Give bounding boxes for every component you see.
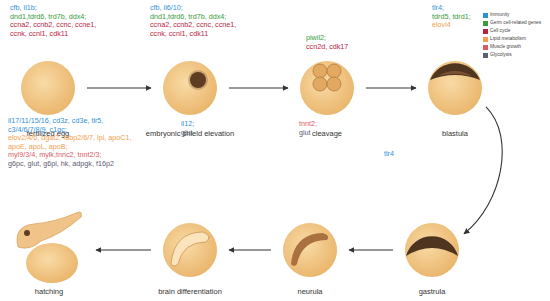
- gene-list: tlr4: [384, 150, 424, 159]
- stage-arrow: [229, 87, 288, 88]
- legend-swatch: [483, 45, 488, 50]
- stage-node: hatching: [14, 214, 84, 284]
- gene-list: dnd1,tdrd6, trd7b, ddx4;: [150, 13, 250, 22]
- gene-list: ccna2, ccnb2, ccnc, ccne1, ccnk, ccnl1, …: [150, 21, 250, 38]
- shield-halo: [188, 70, 208, 90]
- stage-node: gastrula: [405, 223, 459, 277]
- larva-eye: [24, 230, 30, 236]
- legend-row: Muscle growth: [483, 44, 521, 50]
- stage-node: fertilized egg: [21, 61, 75, 115]
- brain-embryo: [171, 232, 209, 266]
- legend-swatch: [483, 29, 488, 34]
- gene-list: ccn2d, cdk17: [306, 43, 386, 52]
- stage-label: brain differentiation: [158, 287, 222, 296]
- larva-body: [17, 212, 81, 248]
- cell: [313, 77, 327, 91]
- legend-swatch: [483, 53, 488, 58]
- blastula-circle: [428, 61, 482, 115]
- brain-circle: [163, 223, 217, 277]
- legend-row: Cell cycle: [483, 28, 511, 34]
- stage-arrow: [229, 249, 271, 250]
- embryonic-shield: [190, 72, 206, 88]
- cell: [327, 64, 341, 78]
- neurula-embryo: [291, 233, 328, 266]
- stage-node: blastula: [428, 61, 482, 115]
- gene-list: tlr4;: [432, 4, 480, 13]
- legend-row: Lipid metabolism: [483, 36, 526, 42]
- legend-text: Immunity: [490, 12, 509, 18]
- stage-node: cleavage: [300, 61, 354, 115]
- stage-label: cleavage: [312, 129, 342, 138]
- stage-node: brain differentiation: [163, 223, 217, 277]
- stage-node: neurula: [283, 223, 337, 277]
- gene-list: il12;: [181, 120, 241, 129]
- stage-label: blastula: [442, 129, 468, 138]
- cell: [313, 64, 327, 78]
- legend-text: Glycolysis: [490, 52, 512, 58]
- gene-list: piwil2;: [306, 34, 386, 43]
- gene-list: dnd1,tdrd6, trd7b, ddx4;: [10, 13, 110, 22]
- gene-list: g6pc, glut, g6pi, hk, adpgk, f16p2: [8, 160, 132, 169]
- legend-text: Cell cycle: [490, 28, 511, 34]
- gene-list: glut: [181, 129, 241, 138]
- gene-list: myl9/3/4, mylk,tnnc2, tnnt2/3;: [8, 151, 132, 160]
- stage-arrow: [96, 249, 151, 250]
- legend-swatch: [483, 13, 488, 18]
- legend-text: Germ cell-related genes: [490, 20, 541, 26]
- stage-arrow: [349, 249, 393, 250]
- shield-circle: [163, 61, 217, 115]
- gene-list: ccna2, ccnb2, ccnc, ccne1, ccnk, ccnl1, …: [10, 21, 110, 38]
- cleavage-circle: [300, 61, 354, 115]
- stage-arrow: [366, 87, 416, 88]
- legend-row: Immunity: [483, 12, 509, 18]
- legend-row: Germ cell-related genes: [483, 20, 541, 26]
- gene-list: cfb, il6/10;: [150, 4, 250, 13]
- legend-swatch: [483, 37, 488, 42]
- gastrula-cap: [406, 236, 458, 256]
- gene-list: cfb, il1b;: [10, 4, 110, 13]
- stage-label: gastrula: [419, 287, 446, 296]
- legend-swatch: [483, 21, 488, 26]
- egg-circle: [21, 61, 75, 115]
- stage-arrow: [464, 107, 502, 234]
- stage-label: hatching: [35, 287, 63, 296]
- gene-list: glut: [299, 129, 359, 138]
- gastrula-circle: [405, 223, 459, 277]
- gene-list: tnnt2;: [299, 120, 359, 129]
- gene-list: il17/11/15/16, cd3z, cd3e, tlr5, c3/4/6/…: [8, 117, 132, 134]
- gene-list: elov2/4/6, dgat2, fabp2/6/7, lpl, apoC1,…: [8, 134, 132, 151]
- legend-text: Lipid metabolism: [490, 36, 526, 42]
- blastoderm-cap: [430, 63, 480, 80]
- gene-list: tdrd5, tdrd1;: [432, 13, 480, 22]
- stage-node: embryonic shield elevation: [163, 61, 217, 115]
- cell: [327, 77, 341, 91]
- stage-arrow: [87, 87, 151, 88]
- legend-row: Glycolysis: [483, 52, 512, 58]
- gene-list: elovl4: [432, 21, 480, 30]
- legend-text: Muscle growth: [490, 44, 521, 50]
- stage-label: neurula: [297, 287, 322, 296]
- neurula-circle: [283, 223, 337, 277]
- blastoderm-inner: [438, 71, 472, 76]
- yolk-sac: [26, 243, 78, 283]
